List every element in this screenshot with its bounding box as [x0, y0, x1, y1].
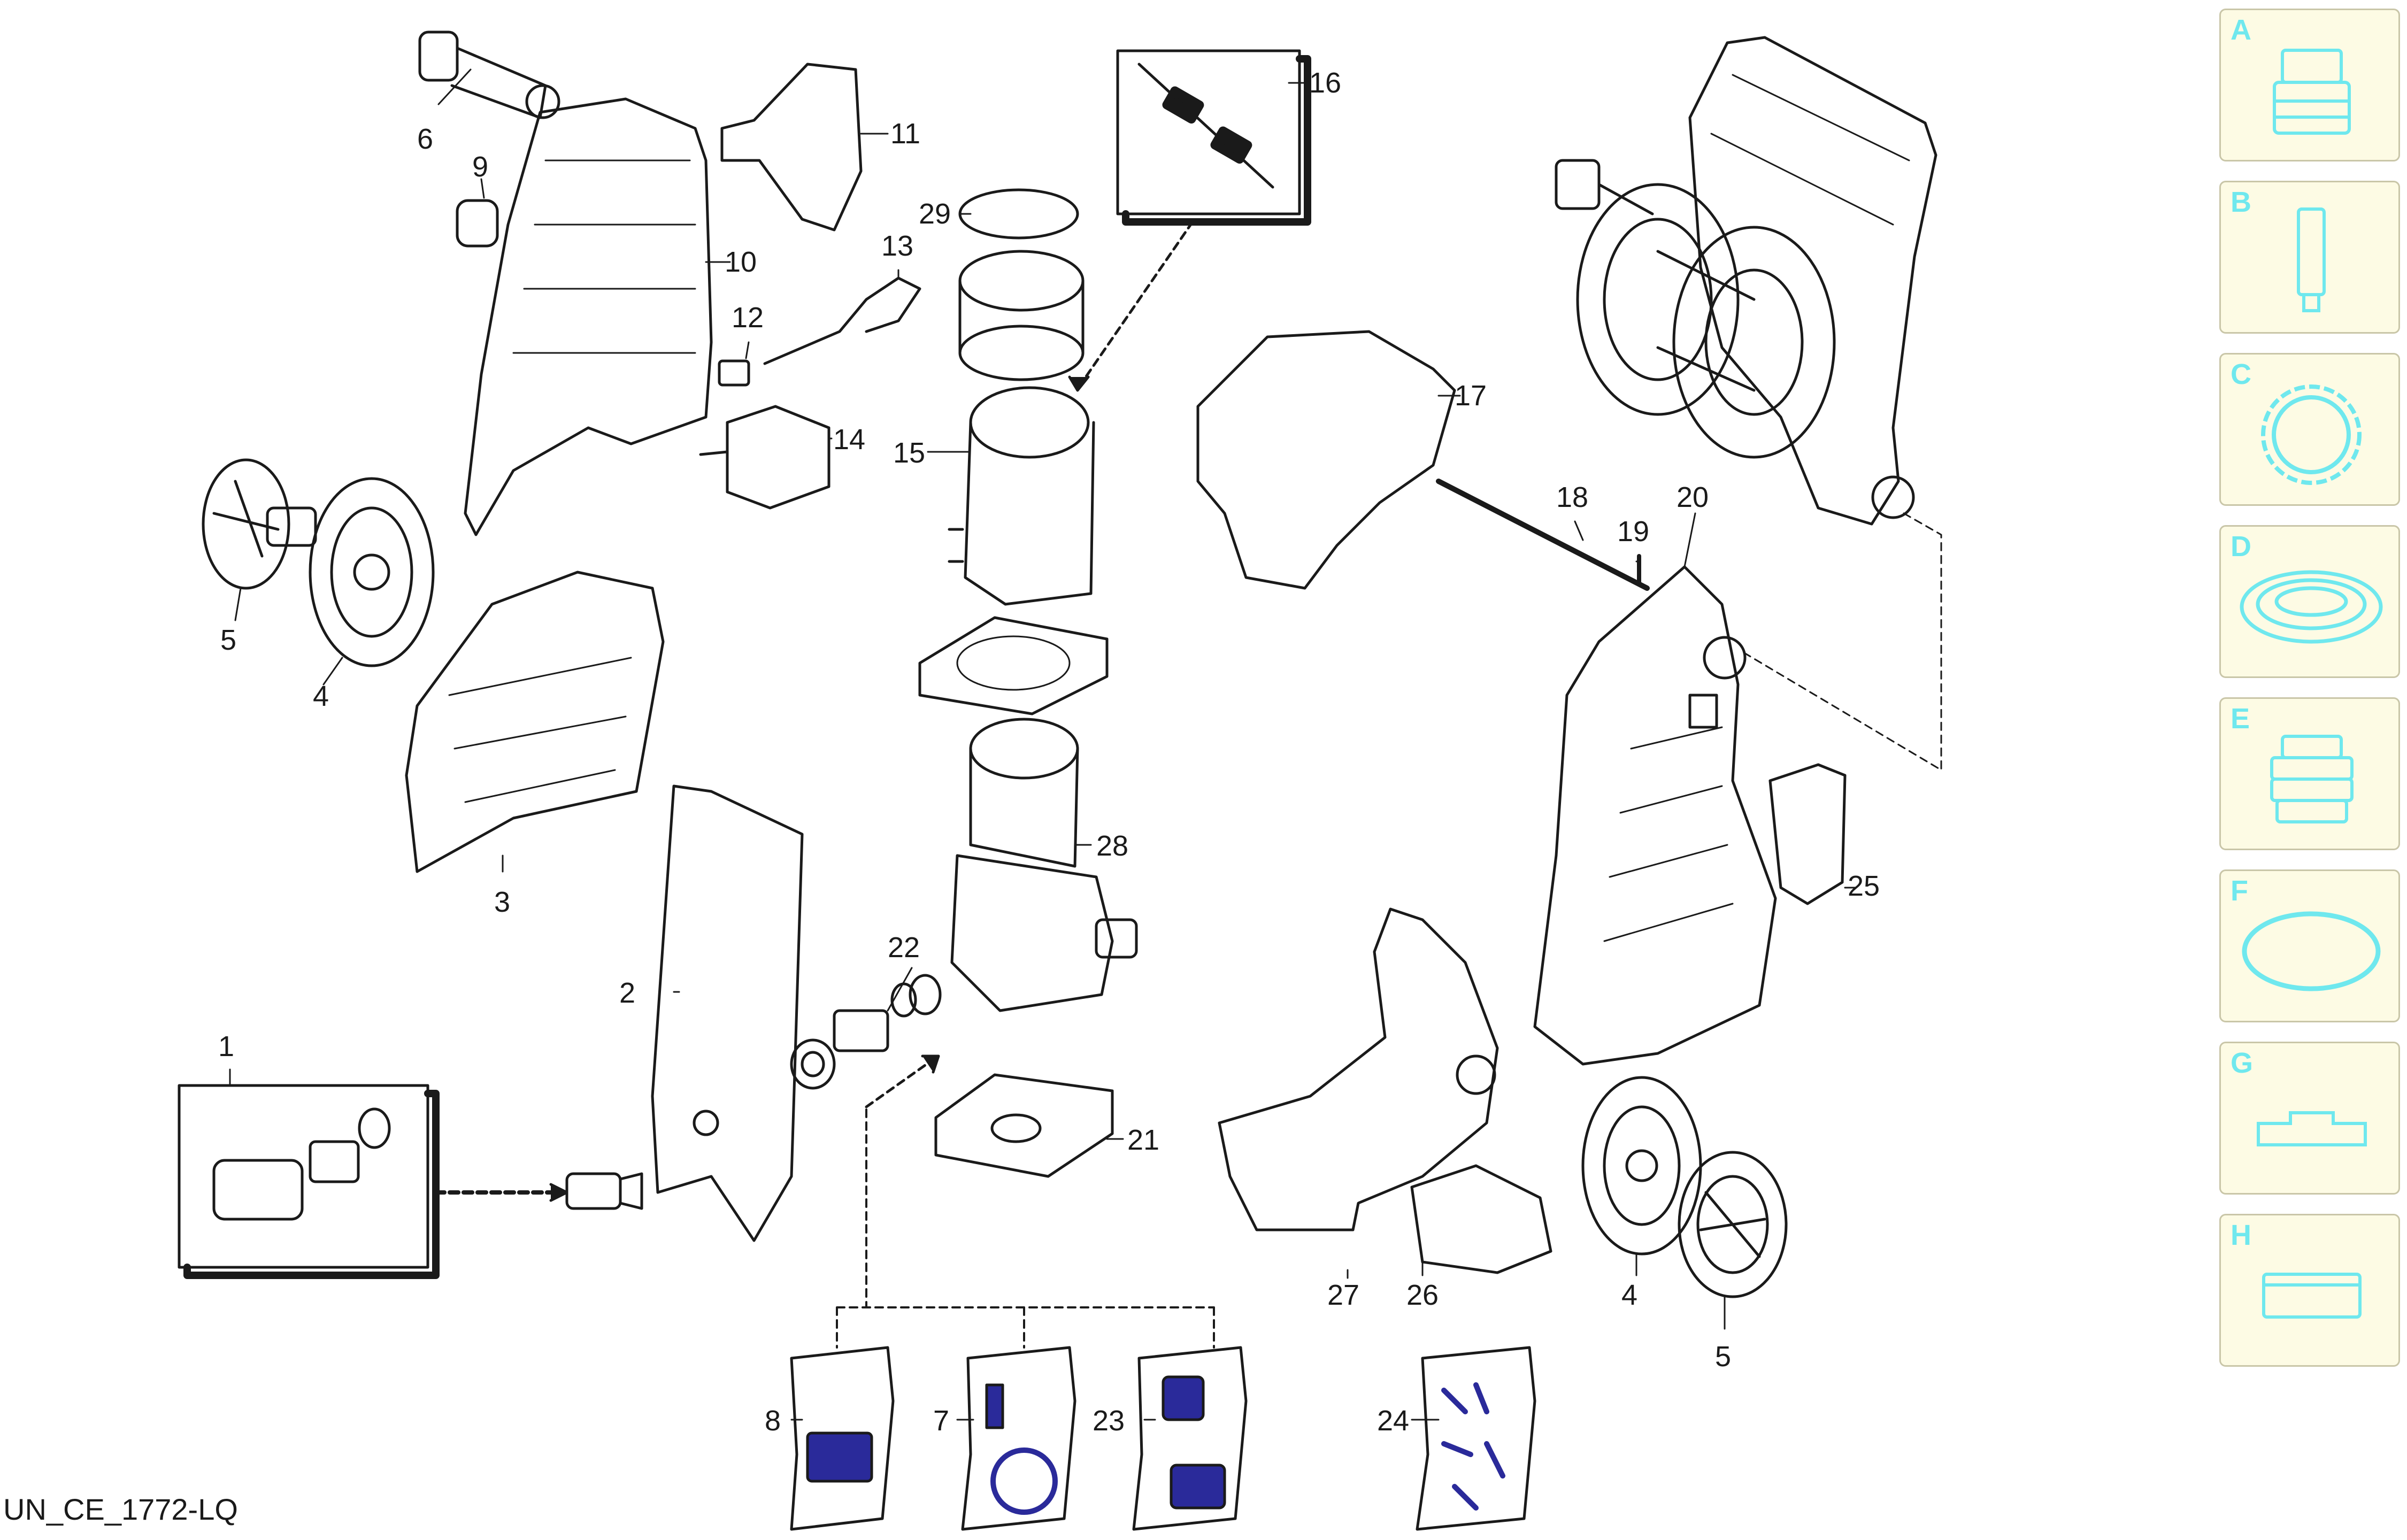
part-9-cap — [456, 199, 499, 248]
callout-18: 18 — [1556, 481, 1588, 513]
callout-4a: 4 — [313, 680, 329, 712]
callout-1: 1 — [218, 1030, 234, 1062]
callout-19: 19 — [1617, 515, 1649, 548]
part-22-fittings — [790, 974, 942, 1090]
block-icon — [2262, 1273, 2362, 1319]
diagram-code: UN_CE_1772-LQ — [3, 1492, 238, 1526]
callout-11: 11 — [890, 118, 920, 150]
gasket-plate — [918, 616, 1109, 715]
callout-25: 25 — [1848, 870, 1880, 902]
bag-23 — [1132, 1346, 1248, 1531]
callout-26: 26 — [1406, 1279, 1439, 1311]
stacked-seal-icon — [2270, 735, 2354, 823]
sidebar-item-letter: E — [2231, 703, 2250, 735]
part-6-coupling — [418, 30, 560, 119]
callout-5a: 5 — [220, 624, 236, 656]
sidebar-item-h[interactable]: H — [2219, 1214, 2400, 1367]
sidebar-item-g[interactable]: G — [2219, 1042, 2400, 1195]
callout-22: 22 — [888, 931, 920, 964]
part-16-brush-inset — [1116, 49, 1311, 226]
part-12-switch — [718, 359, 750, 387]
callout-9: 9 — [472, 151, 488, 183]
part-27-lower-shell — [1218, 907, 1499, 1231]
part-3-lower-housing — [405, 571, 665, 873]
callouts: 1 2 3 4 4 5 5 6 7 8 9 10 11 12 13 14 15 … — [218, 67, 1880, 1437]
callout-27: 27 — [1327, 1279, 1359, 1311]
sidebar-item-letter: C — [2231, 358, 2251, 390]
callout-12: 12 — [732, 302, 764, 334]
callout-21: 21 — [1127, 1124, 1159, 1156]
callout-20: 20 — [1677, 481, 1709, 513]
sidebar-item-letter: A — [2231, 14, 2251, 46]
part-2-side-panel — [651, 784, 804, 1242]
callout-29: 29 — [919, 198, 951, 230]
part-29-cap — [958, 188, 1079, 240]
bag-7 — [961, 1346, 1076, 1531]
o-ring-icon — [2242, 911, 2381, 991]
sidebar-item-letter: H — [2231, 1219, 2251, 1251]
part-4-wheel-right — [1581, 1076, 1702, 1256]
part-29-filter — [958, 250, 1085, 381]
callout-28: 28 — [1096, 830, 1128, 862]
sidebar-item-a[interactable]: A — [2219, 9, 2400, 161]
callout-13: 13 — [881, 230, 913, 262]
gear-ring-icon — [2261, 384, 2362, 485]
callout-8: 8 — [765, 1405, 781, 1437]
sidebar-item-letter: G — [2231, 1047, 2254, 1079]
part-14-box — [699, 405, 830, 510]
clip-icon — [2257, 1111, 2367, 1146]
seal-ring-icon — [2240, 570, 2383, 644]
sidebar-item-d[interactable]: D — [2219, 525, 2400, 678]
callout-14: 14 — [833, 424, 865, 456]
bag-8 — [790, 1346, 895, 1531]
sidebar-item-e[interactable]: E — [2219, 697, 2400, 850]
part-1-inset — [178, 1084, 440, 1279]
part-1-nozzle — [565, 1172, 643, 1210]
part-17-top-cover — [1196, 330, 1456, 590]
callout-4b: 4 — [1621, 1279, 1637, 1311]
wand-icon — [2297, 207, 2326, 312]
part-11-bracket — [720, 63, 863, 232]
sidebar-item-letter: D — [2231, 530, 2251, 563]
part-10-housing — [464, 97, 713, 536]
part-18-rod — [1436, 479, 1650, 591]
hose-reel — [1555, 36, 1937, 526]
callout-2: 2 — [619, 977, 635, 1009]
part-4-wheel-left — [309, 477, 435, 667]
callout-15: 15 — [893, 437, 925, 469]
exploded-parts-diagram: 1 2 3 4 4 5 5 6 7 8 9 10 11 12 13 14 15 … — [178, 30, 1942, 1531]
callout-16: 16 — [1309, 67, 1341, 99]
callout-23: 23 — [1093, 1405, 1125, 1437]
callout-10: 10 — [725, 246, 757, 278]
sidebar-item-letter: F — [2231, 875, 2248, 907]
sidebar-item-b[interactable]: B — [2219, 181, 2400, 334]
callout-5b: 5 — [1715, 1341, 1731, 1373]
bag-tree-lines — [836, 1108, 1215, 1349]
bag-24 — [1416, 1346, 1536, 1531]
part-25-clip — [1768, 763, 1847, 905]
callout-17: 17 — [1455, 380, 1487, 412]
callout-6: 6 — [417, 123, 433, 155]
part-15-motor — [948, 386, 1095, 606]
sidebar-parts-legend: A B C D — [2219, 9, 2402, 1386]
part-26-cover — [1410, 1164, 1552, 1274]
part-13-power-cord — [763, 276, 921, 365]
callout-7: 7 — [933, 1405, 949, 1437]
part-28-pump — [950, 718, 1138, 1012]
part-5-hub-left — [202, 458, 317, 590]
sidebar-item-c[interactable]: C — [2219, 353, 2400, 506]
part-5-hub-right — [1678, 1151, 1788, 1298]
sidebar-item-f[interactable]: F — [2219, 869, 2400, 1022]
sidebar-item-letter: B — [2231, 186, 2251, 218]
spray-nozzle-icon — [2273, 49, 2351, 135]
part-20-front-housing — [1533, 565, 1777, 1066]
callout-24: 24 — [1377, 1405, 1409, 1437]
part-21-base-plate — [934, 1073, 1114, 1178]
callout-3: 3 — [494, 886, 510, 918]
